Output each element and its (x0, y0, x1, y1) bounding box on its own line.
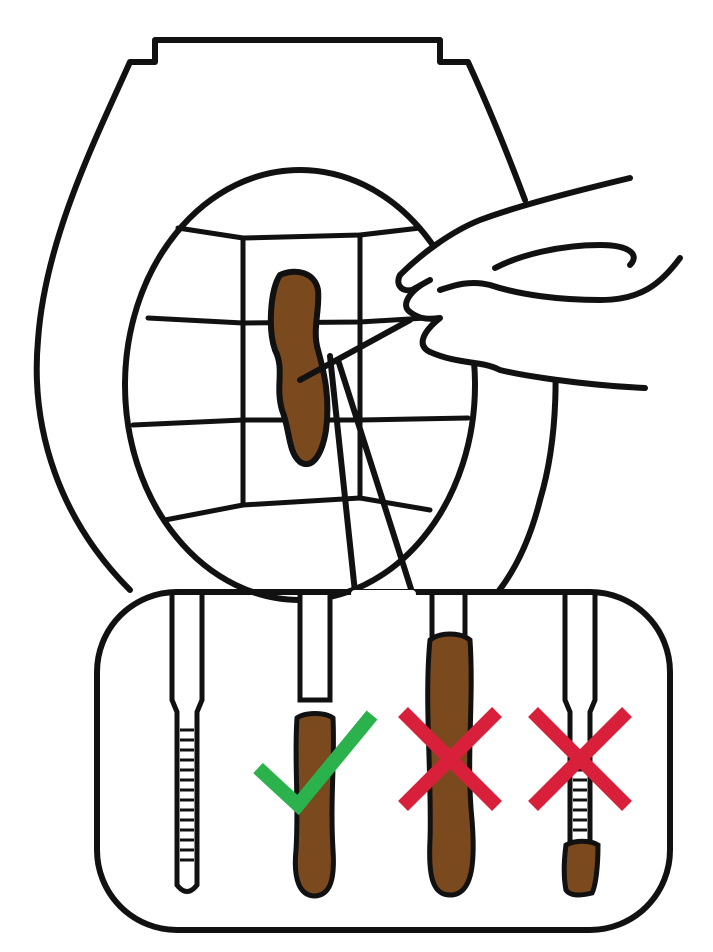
cross-icon (398, 707, 502, 811)
callout-pointer (327, 353, 415, 595)
swab-clean (169, 595, 205, 894)
swab-clump-at-tip (561, 595, 601, 898)
hand-icon (395, 175, 683, 391)
check-icon (253, 710, 378, 816)
swab-stick (297, 317, 413, 383)
cross-icon (528, 707, 632, 811)
stool-in-bowl (267, 268, 331, 467)
swab-lightly-coated (292, 595, 336, 899)
